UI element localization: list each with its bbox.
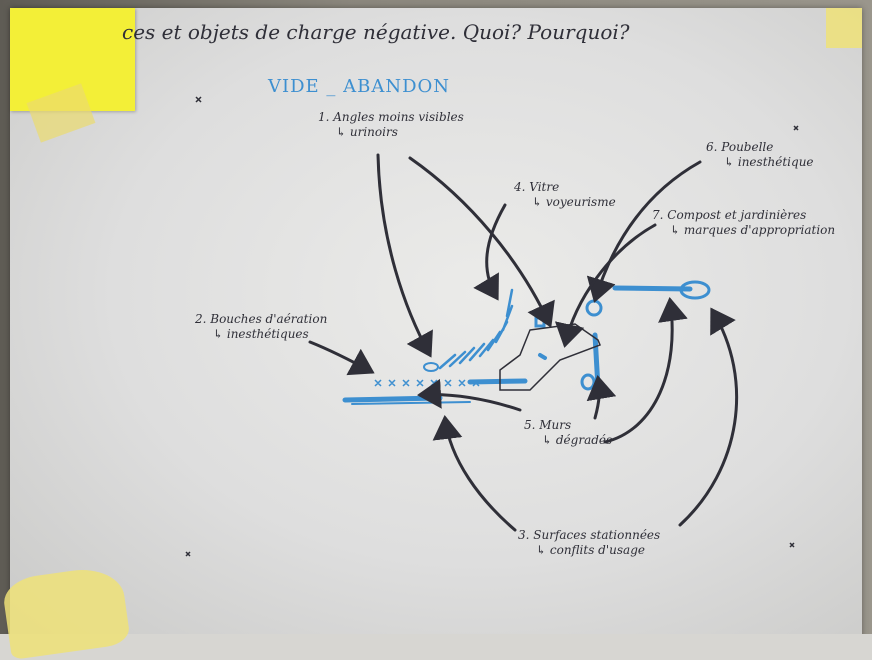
plan-bin-2 [580,373,596,391]
plan-square [534,316,546,328]
arrow-surfaces-right [678,307,739,527]
label-3-sub: ↳ conflits d'usage [536,543,645,557]
label-1-sub: ↳ urinoirs [336,125,398,139]
tape-top-right [826,8,862,48]
plan-hatching [438,288,514,370]
arrow-angles [376,153,433,358]
arrow-murs-right [603,297,688,444]
sketch-title: VIDE _ ABANDON [268,76,451,97]
label-2: 2. Bouches d'aération ↳ inesthétiques [195,312,327,342]
plan-planter-end [679,280,711,300]
arrow-poubelle [586,160,702,303]
label-1: 1. Angles moins visibles ↳ urinoirs [318,110,464,140]
plan-oval [423,362,439,372]
label-2-title: 2. Bouches d'aération [195,312,328,326]
plan-x-marks [374,379,480,387]
paper-bottom-edge [0,634,872,660]
label-7-title: 7. Compost et jardinières [652,208,807,222]
plan-planter [612,285,693,292]
label-3: 3. Surfaces stationnées ↳ conflits d'usa… [518,528,660,558]
plan-bench [467,378,528,385]
plan-wall-line-2 [351,401,471,405]
label-4-sub: ↳ voyeurisme [532,195,616,209]
label-7: 7. Compost et jardinières ↳ marques d'ap… [652,208,835,238]
arrow-compost [554,223,657,348]
label-7-sub: ↳ marques d'appropriation [670,223,836,237]
plan-bin [585,299,603,317]
label-3-title: 3. Surfaces stationnées [518,528,661,542]
label-1-title: 1. Angles moins visibles [318,110,464,124]
plan-wall-line [342,395,443,403]
label-6-title: 6. Poubelle [706,140,774,154]
plan-dot [538,353,547,360]
label-5-title: 5. Murs [524,418,572,432]
label-5-sub: ↳ dégradés [542,433,613,447]
plan-blue-shapes [342,280,711,405]
arrow-murs-left [417,378,522,412]
label-5: 5. Murs ↳ dégradés [524,418,612,448]
sketch-arrows [308,153,739,532]
arrow-bouches [308,340,375,376]
paper-marks [185,96,799,557]
label-2-sub: ↳ inesthétiques [213,327,309,341]
arrow-murs-up [586,375,617,420]
label-4: 4. Vitre ↳ voyeurisme [514,180,616,210]
arrow-vitre [473,203,507,301]
label-6: 6. Poubelle ↳ inesthétique [706,140,814,170]
arrow-surfaces-left [432,415,517,532]
label-6-sub: ↳ inesthétique [724,155,814,169]
plan-zone-outline [499,323,601,391]
label-4-title: 4. Vitre [514,180,560,194]
header-handwriting: ces et objets de charge négative. Quoi? … [122,20,630,44]
